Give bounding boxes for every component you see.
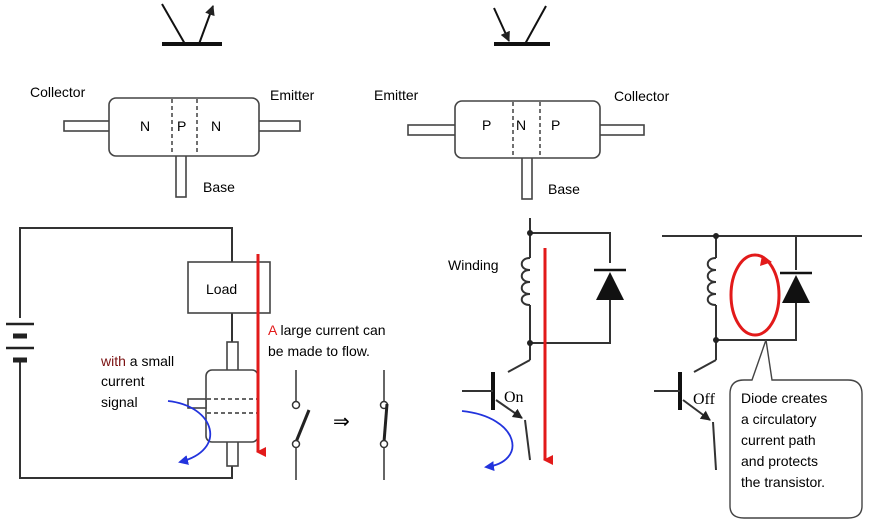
loop-arrowhead	[760, 255, 772, 266]
off-circuit-wiring	[654, 233, 862, 471]
winding-circuit-wiring	[462, 218, 611, 461]
pnp-emitter-label: Emitter	[374, 87, 419, 103]
small-signal-arrow	[167, 400, 212, 465]
closed-switch-icon	[379, 370, 389, 480]
winding-signal-arrow	[461, 410, 514, 472]
circulatory-current-loop	[729, 253, 781, 337]
off-coil-icon	[706, 257, 717, 306]
pnp-transistor	[407, 100, 645, 200]
pnp-base-label: Base	[548, 181, 580, 197]
npn-region-1: N	[140, 118, 150, 134]
on-label: On	[504, 389, 524, 406]
small-word: a small	[130, 353, 174, 369]
pnp-collector-label: Collector	[614, 88, 670, 104]
small-signal-label-line1: with a small	[100, 353, 174, 369]
diode-icon	[594, 268, 626, 300]
npn-region-2: P	[177, 118, 186, 134]
npn-collector-label: Collector	[30, 84, 86, 100]
small-signal-label-line3: signal	[101, 394, 138, 410]
load-label: Load	[206, 281, 237, 297]
npn-base-label: Base	[203, 179, 235, 195]
large-current-label-line1: A large current can	[268, 322, 386, 338]
pnp-region-1: P	[482, 117, 491, 133]
pnp-region-3: P	[551, 117, 560, 133]
off-label: Off	[693, 391, 716, 408]
winding-label: Winding	[448, 257, 499, 273]
npn-symbol	[161, 3, 222, 46]
callout-line-1: Diode creates	[741, 390, 827, 406]
with-word: with	[100, 353, 126, 369]
npn-region-3: N	[211, 118, 221, 134]
switch-circuit-wiring	[6, 227, 233, 479]
open-switch-icon	[291, 370, 311, 480]
arrow-symbol: ⇒	[333, 409, 350, 433]
load-box	[187, 261, 271, 314]
callout-line-4: and protects	[741, 453, 818, 469]
callout-line-5: the transistor.	[741, 474, 825, 490]
vertical-transistor	[187, 341, 259, 467]
callout-line-3: current path	[741, 432, 816, 448]
diode-callout	[729, 339, 863, 519]
callout-line-2: a circulatory	[741, 411, 816, 427]
off-diode-icon	[780, 271, 812, 303]
large-current-a: A	[268, 322, 278, 338]
npn-emitter-label: Emitter	[270, 87, 315, 103]
pnp-region-2: N	[516, 117, 526, 133]
large-current-rest: large current can	[277, 322, 386, 338]
winding-coil-icon	[520, 257, 531, 306]
large-current-label-line2: be made to flow.	[268, 343, 370, 359]
small-signal-label-line2: current	[101, 373, 145, 389]
pnp-symbol	[493, 5, 550, 46]
npn-transistor	[63, 97, 301, 198]
